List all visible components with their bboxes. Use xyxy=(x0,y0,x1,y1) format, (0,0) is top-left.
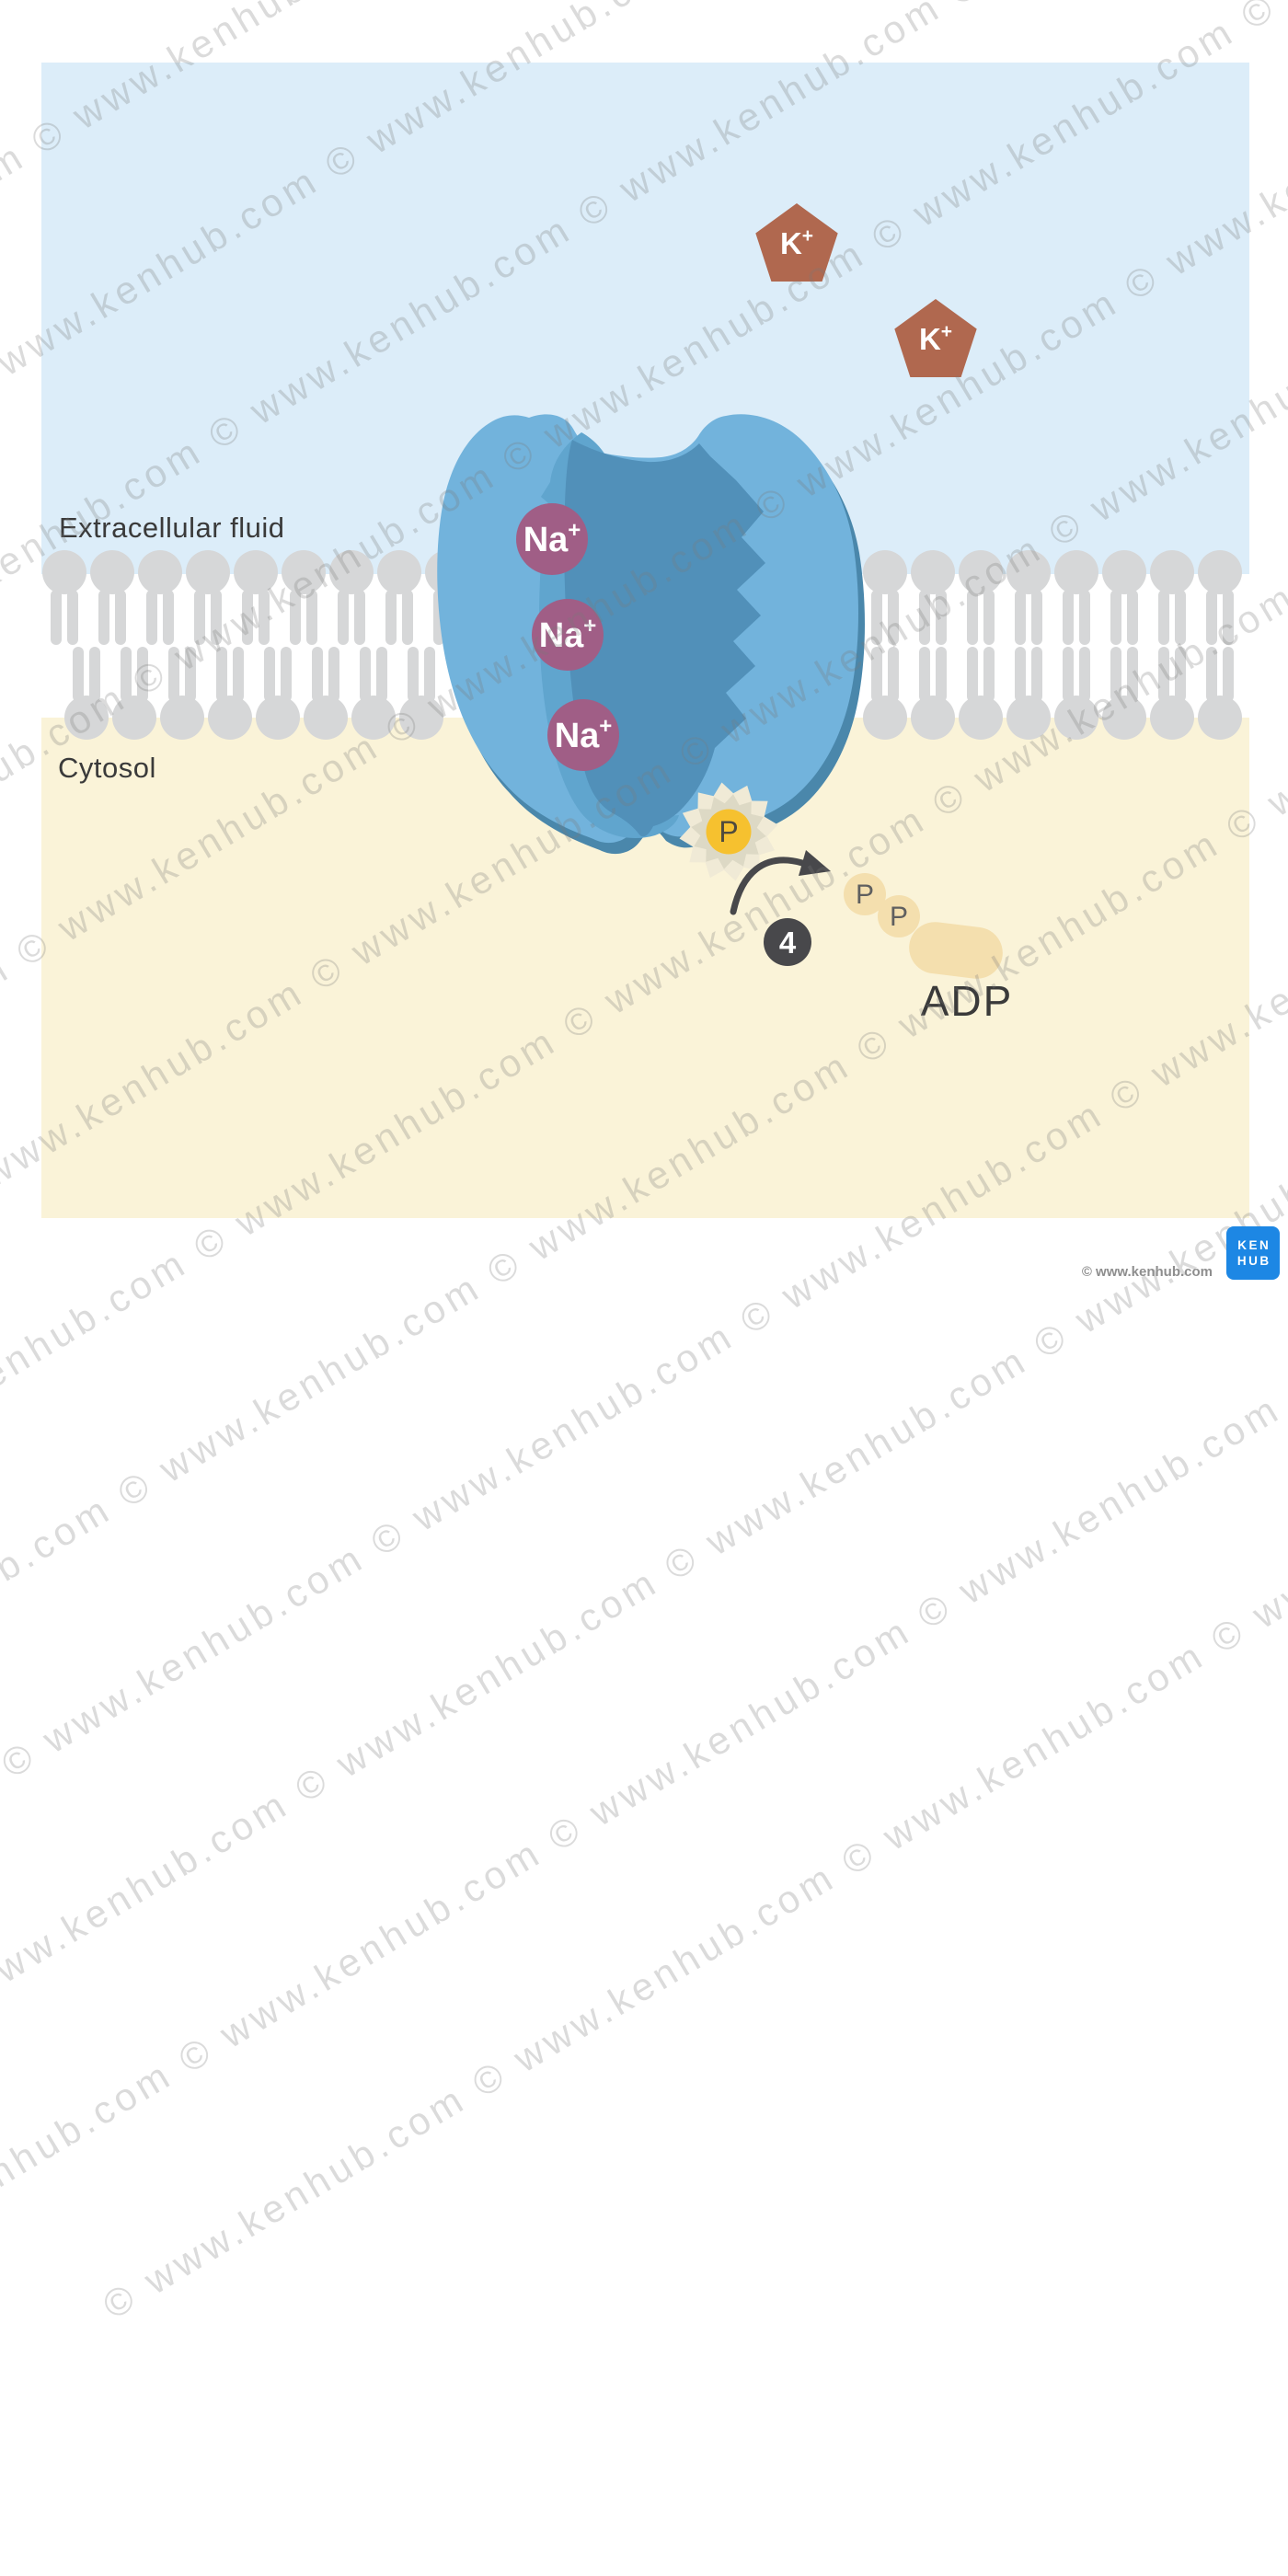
sodium-ion-circle xyxy=(516,503,588,575)
potassium-ion-pentagon xyxy=(755,203,838,282)
adp-molecule: P P ADP xyxy=(844,873,1014,1025)
potassium-ion-label: K+ xyxy=(780,225,813,260)
phospholipid xyxy=(282,550,326,645)
potassium-ion-label: K+ xyxy=(919,321,952,356)
phospholipid xyxy=(911,647,955,740)
adp-phosphate-1-label: P xyxy=(856,880,874,910)
phospholipid xyxy=(1054,550,1098,645)
step-badge-circle xyxy=(764,918,811,966)
phospholipid xyxy=(138,550,182,645)
phospholipid xyxy=(1198,647,1242,740)
phospholipid-bilayer xyxy=(42,550,1242,740)
phospholipid xyxy=(1102,550,1146,645)
arrow-head xyxy=(799,850,831,876)
phospholipid xyxy=(1198,550,1242,645)
phospholipid xyxy=(1150,647,1194,740)
phospholipid xyxy=(351,647,396,740)
phospholipid xyxy=(1006,647,1051,740)
phospholipid xyxy=(377,550,421,645)
phospholipid xyxy=(863,647,907,740)
sodium-ion-circle xyxy=(547,699,619,771)
phospholipid xyxy=(304,647,348,740)
phospholipid xyxy=(1006,550,1051,645)
phospholipid xyxy=(234,550,278,645)
phosphate-burst-icon: P xyxy=(679,782,778,881)
phospholipid xyxy=(90,550,134,645)
sodium-ion-circle xyxy=(532,599,604,671)
sodium-ion-label: Na+ xyxy=(539,614,597,655)
arrow-curve xyxy=(730,857,806,915)
phospholipid xyxy=(863,550,907,645)
phospholipid xyxy=(208,647,252,740)
phospholipid xyxy=(329,550,374,645)
release-arrow-icon xyxy=(730,850,831,915)
sodium-ion-label: Na+ xyxy=(523,518,581,559)
phospholipid xyxy=(64,647,109,740)
extracellular-fluid-label: Extracellular fluid xyxy=(59,512,285,544)
step-number: 4 xyxy=(779,926,797,960)
phospholipid xyxy=(186,550,230,645)
sodium-ion: Na+ xyxy=(532,599,604,671)
kenhub-logo: KEN HUB xyxy=(1226,1226,1280,1280)
sodium-ion-label: Na+ xyxy=(555,714,613,755)
adp-phosphate-1-circle xyxy=(844,873,886,915)
phospholipid xyxy=(959,647,1003,740)
phospholipid xyxy=(1054,647,1098,740)
pump-diagram: Na+ Na+ Na+ K+ K+ P xyxy=(41,63,1249,1218)
phosphate-label: P xyxy=(719,815,738,848)
phospholipid xyxy=(42,550,86,645)
illustration-canvas: Na+ Na+ Na+ K+ K+ P xyxy=(0,0,1288,2328)
phospholipid xyxy=(399,647,443,740)
phospholipid xyxy=(911,550,955,645)
phospholipid xyxy=(1150,550,1194,645)
phosphate-circle xyxy=(706,809,752,855)
phospholipid xyxy=(112,647,156,740)
sodium-ion: Na+ xyxy=(516,503,588,575)
potassium-ion-pentagon xyxy=(894,299,977,377)
phospholipid xyxy=(256,647,300,740)
sodium-ion: Na+ xyxy=(547,699,619,771)
adp-phosphate-2-circle xyxy=(878,895,920,937)
cytosol-label: Cytosol xyxy=(58,752,156,784)
phospholipid xyxy=(959,550,1003,645)
adp-label: ADP xyxy=(921,977,1014,1025)
adp-body xyxy=(909,922,1003,979)
phospholipid xyxy=(160,647,204,740)
phospholipid xyxy=(1102,647,1146,740)
copyright-text: © www.kenhub.com xyxy=(1081,1264,1213,1280)
kenhub-logo-line1: KEN xyxy=(1237,1238,1271,1252)
potassium-ion: K+ xyxy=(755,203,838,282)
potassium-ion: K+ xyxy=(894,299,977,377)
step-4-badge: 4 xyxy=(764,918,811,966)
adp-phosphate-2-label: P xyxy=(890,902,908,932)
kenhub-logo-line2: HUB xyxy=(1236,1254,1271,1268)
